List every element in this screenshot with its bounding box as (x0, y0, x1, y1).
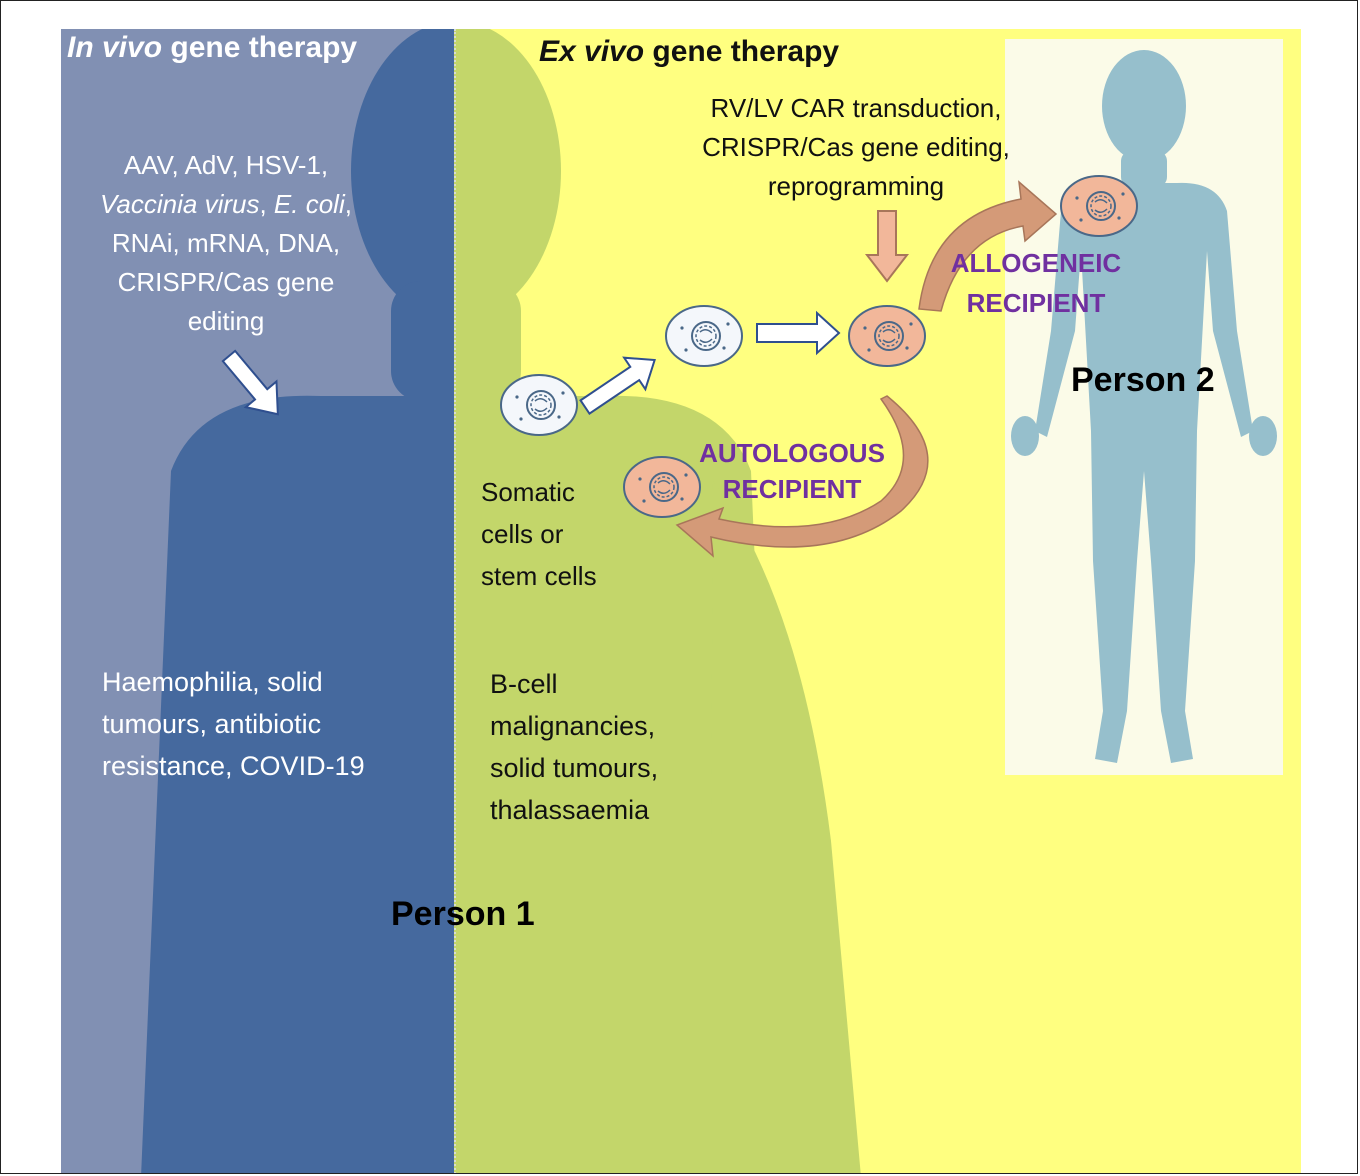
in-vivo-vectors: AAV, AdV, HSV-1, Vaccinia virus, E. coli… (61, 146, 391, 341)
in-vivo-title: In vivo gene therapy (67, 31, 357, 65)
person2-label: Person 2 (1071, 361, 1215, 400)
modification-arrow (867, 211, 907, 281)
allogeneic-delivered-cell (1061, 176, 1137, 236)
in-vivo-diseases: Haemophilia, solid tumours, antibiotic r… (102, 661, 365, 787)
source-cell (501, 375, 577, 435)
modified-cell (849, 306, 925, 366)
ex-vivo-methods: RV/LV CAR transduction, CRISPR/Cas gene … (686, 89, 1026, 206)
panel-divider (454, 29, 456, 1174)
cell-source-label: Somatic cells or stem cells (481, 471, 597, 597)
ex-vivo-diseases: B-cell malignancies, solid tumours, thal… (490, 663, 658, 831)
ex-vivo-title: Ex vivo gene therapy (539, 35, 839, 69)
allogeneic-recipient-label: ALLOGENEIC RECIPIENT (931, 243, 1141, 323)
person1-label: Person 1 (391, 895, 535, 934)
intermediate-cell (666, 306, 742, 366)
cell-to-cell-arrow-2 (757, 313, 839, 353)
autologous-recipient-label: AUTOLOGOUS RECIPIENT (687, 435, 897, 507)
